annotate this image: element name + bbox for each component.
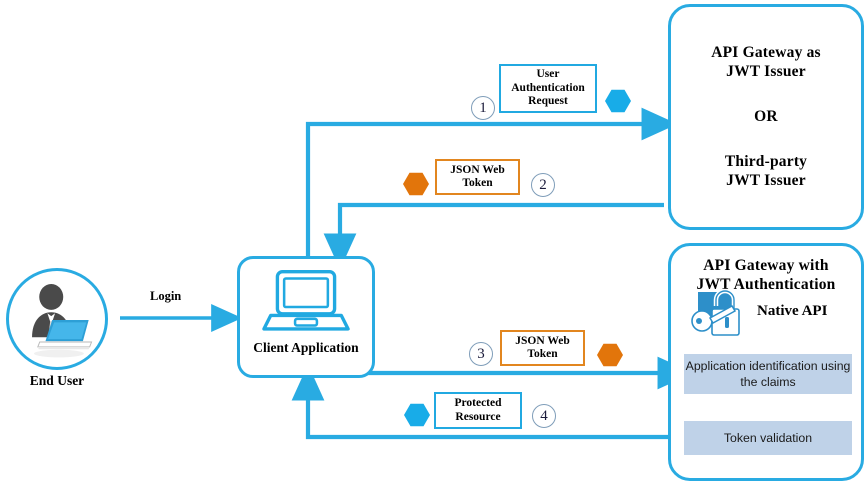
end-user-circle — [6, 268, 108, 370]
callout-1-line2: Authentication — [511, 81, 585, 94]
callout-1-line3: Request — [528, 95, 568, 108]
gateway-title-line2: JWT Authentication — [696, 276, 836, 293]
process-box-token-validation[interactable]: Token validation — [684, 421, 852, 455]
step-number-4: 4 — [532, 404, 556, 428]
callout-2-line2: Token — [462, 177, 493, 189]
issuer-title-line4: Third-party — [724, 153, 808, 170]
callout-protected-resource[interactable]: Protected Resource — [434, 392, 522, 429]
jwt-issuer-box[interactable]: API Gateway as JWT Issuer OR Third-party… — [668, 4, 864, 230]
token-hexagon-blue-4 — [404, 403, 430, 427]
callout-2-line1: JSON Web — [450, 163, 505, 176]
step-number-3: 3 — [469, 342, 493, 366]
callout-4-line1: Protected — [454, 397, 502, 409]
token-hexagon-blue-1 — [605, 89, 631, 113]
person-at-laptop-icon — [32, 283, 93, 358]
login-edge-label: Login — [150, 289, 182, 303]
end-user-label: End User — [29, 373, 85, 388]
callout-3-line2: Token — [527, 348, 558, 360]
process-box-token-validation-label: Token validation — [723, 431, 813, 445]
issuer-title-line1: API Gateway as — [711, 44, 821, 61]
callout-json-web-token-3[interactable]: JSON Web Token — [500, 330, 585, 366]
edge-flow-2 — [323, 202, 664, 270]
client-application-label: Client Application — [253, 340, 359, 355]
callout-1-line1: User — [536, 68, 560, 81]
gateway-title-line1: API Gateway with — [703, 257, 829, 274]
process-box-application-identification[interactable]: Application identification using the cla… — [684, 354, 852, 394]
token-hexagon-orange-2 — [403, 172, 429, 196]
issuer-title-line5: JWT Issuer — [726, 172, 806, 189]
callout-3-line1: JSON Web — [515, 334, 570, 347]
token-hexagon-orange-3 — [597, 343, 623, 367]
client-application-box[interactable]: Client Application — [237, 256, 375, 378]
native-api-label: Native API — [757, 303, 828, 319]
step-number-2: 2 — [531, 173, 555, 197]
laptop-icon — [262, 270, 350, 331]
lock-and-key-icon — [686, 288, 748, 340]
callout-json-web-token-2[interactable]: JSON Web Token — [435, 159, 520, 195]
callout-user-authentication-request[interactable]: User Authentication Request — [499, 64, 597, 113]
issuer-title-line2: JWT Issuer — [726, 63, 806, 80]
issuer-or-label: OR — [754, 108, 778, 125]
callout-4-line2: Resource — [455, 410, 501, 423]
process-box-application-identification-label: Application identification using the cla… — [685, 359, 851, 389]
step-number-1: 1 — [471, 96, 495, 120]
